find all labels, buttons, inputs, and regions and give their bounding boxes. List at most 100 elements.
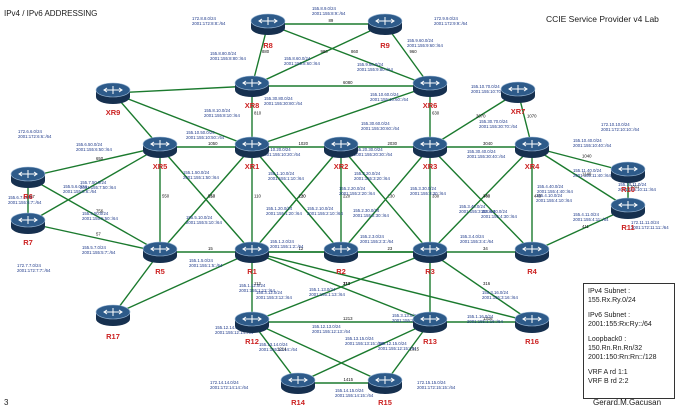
router-r2: R2: [323, 241, 359, 276]
link-id-label: 210: [299, 194, 307, 199]
router-xr7: XR7: [500, 81, 536, 116]
link-id-label: 15: [208, 246, 213, 251]
link-id-label: 1011: [630, 184, 640, 189]
router-label: R7: [23, 238, 33, 247]
link-id-label: 113: [343, 281, 350, 286]
link-id-label: 6080: [343, 80, 353, 85]
link-r17-r5: [112, 251, 161, 316]
link-xr4-r3: [429, 146, 533, 253]
link-xr3-r2: [340, 146, 431, 253]
router-r7: R7: [10, 212, 46, 247]
router-label: R10: [621, 185, 635, 194]
link-id-label: 756: [96, 209, 104, 214]
link-id-label: 810: [254, 111, 262, 116]
router-r12: R12: [234, 311, 270, 346]
link-id-label: 150: [208, 194, 216, 199]
link-r7-r5: [27, 222, 161, 253]
router-label: R8: [263, 41, 273, 50]
link-id-label: 12: [299, 246, 304, 251]
link-id-label: 340: [483, 194, 491, 199]
link-id-label: 1050: [208, 141, 218, 146]
link-id-label: 411: [582, 224, 589, 229]
link-id-label: 34: [483, 246, 488, 251]
link-id-label: 510: [208, 194, 216, 199]
router-label: XR1: [245, 162, 260, 171]
link-id-label: 67: [30, 194, 35, 199]
router-r3: R3: [412, 241, 448, 276]
router-r11: R11: [610, 197, 646, 232]
link-id-label: 860: [351, 49, 359, 54]
router-r15: R15: [367, 372, 403, 407]
link-id-label: 110: [254, 194, 261, 199]
router-label: XR5: [153, 162, 168, 171]
router-xr8: XR8: [234, 75, 270, 110]
link-r1-r16: [251, 251, 533, 323]
link-id-label: 1415: [344, 377, 354, 382]
router-r16: R16: [514, 311, 550, 346]
link-r1-r17: [112, 251, 253, 316]
router-label: R16: [525, 337, 539, 346]
router-label: R15: [378, 398, 392, 407]
router-r8: R8: [250, 13, 286, 50]
router-xr3: XR3: [412, 136, 448, 171]
link-xr9-xr1: [112, 92, 253, 148]
link-id-label: 2030: [388, 141, 398, 146]
link-id-label: 630: [432, 111, 440, 116]
link-r3-r16: [429, 251, 533, 323]
router-label: R6: [23, 192, 33, 201]
link-id-label: 120: [299, 194, 307, 199]
router-label: XR4: [525, 162, 540, 171]
router-r1: R1: [234, 241, 270, 276]
router-label: R13: [423, 337, 437, 346]
link-id-label: 550: [162, 194, 170, 199]
router-label: R12: [245, 337, 259, 346]
link-id-label: 57: [96, 232, 101, 237]
router-label: R3: [425, 267, 435, 276]
router-label: R2: [336, 267, 346, 276]
router-label: R11: [621, 223, 634, 232]
router-r14: R14: [280, 372, 316, 407]
router-label: XR8: [245, 101, 260, 110]
lab-title: CCIE Service Provider v4 Lab: [546, 14, 659, 24]
link-id-label: 23: [388, 246, 393, 251]
link-id-label: 880: [262, 49, 270, 54]
link-id-label: 313: [343, 281, 351, 286]
router-label: XR2: [334, 162, 349, 171]
router-label: R4: [527, 267, 537, 276]
link-id-label: 440: [534, 194, 542, 199]
addressing-legend: IPv4 Subnet : 155.Rx.Ry.0/24 IPv6 Subnet…: [583, 283, 675, 399]
link-xr2-r1: [251, 146, 342, 253]
router-r5: R5: [142, 241, 178, 276]
router-r9: R9: [367, 13, 403, 50]
link-r13-r14: [297, 321, 431, 384]
link-id-label: 112: [254, 281, 261, 286]
router-xr1: XR1: [234, 136, 270, 171]
router-label: R1: [247, 267, 257, 276]
